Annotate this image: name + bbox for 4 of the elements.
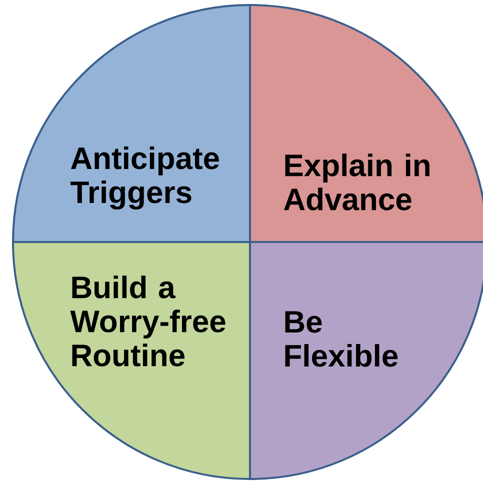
quadrant-sector: Be Flexible xyxy=(249,241,483,480)
quadrant-sector: Anticipate Triggers xyxy=(12,4,251,243)
quadrant-sector: Explain in Advance xyxy=(249,4,483,243)
quadrant-sector: Build a Worry-free Routine xyxy=(12,241,251,480)
